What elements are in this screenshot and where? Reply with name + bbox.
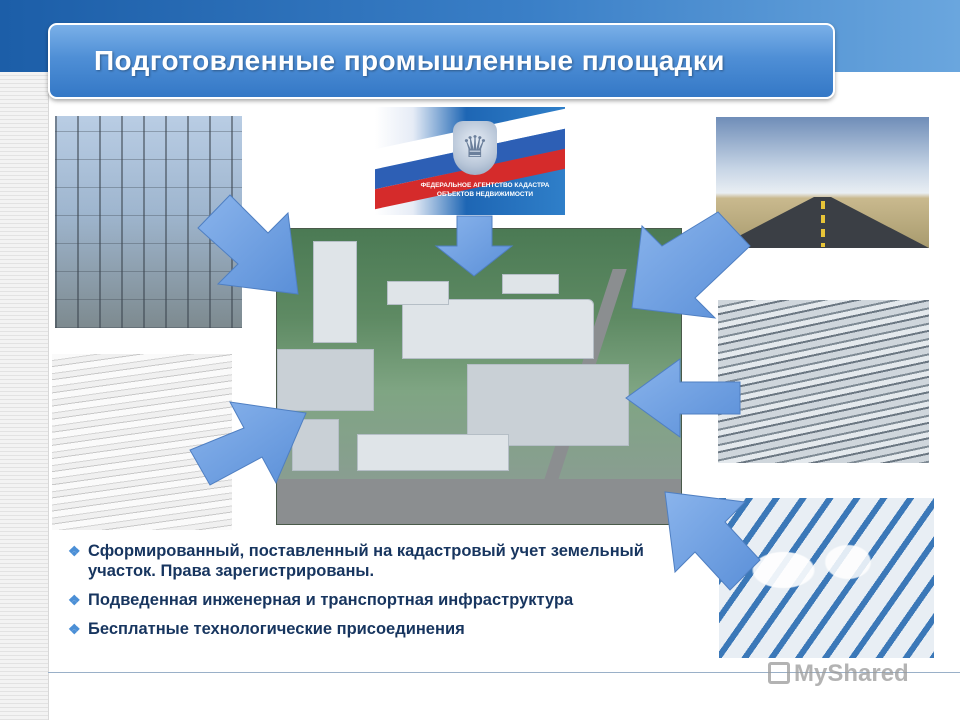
diamond-bullet-icon: ❖ bbox=[68, 543, 81, 559]
pipeline-photo bbox=[718, 300, 929, 463]
diamond-bullet-icon: ❖ bbox=[68, 592, 81, 608]
admin-block bbox=[387, 281, 449, 305]
title-banner: Подготовленные промышленные площадки bbox=[48, 23, 835, 99]
front-building bbox=[357, 434, 509, 471]
bullet-text: Сформированный, поставленный на кадастро… bbox=[88, 542, 644, 580]
slide-title: Подготовленные промышленные площадки bbox=[94, 45, 725, 76]
diamond-bullet-icon: ❖ bbox=[68, 621, 81, 637]
arrow-from-substation bbox=[197, 194, 299, 295]
network-cables-photo bbox=[719, 498, 934, 658]
warehouse-left bbox=[277, 349, 374, 411]
arrow-from-documents bbox=[189, 401, 307, 486]
bullet-text: Бесплатные технологические присоединения bbox=[88, 620, 465, 638]
watermark: MyShared bbox=[768, 660, 909, 688]
main-hall bbox=[402, 299, 594, 359]
arrow-from-pipeline bbox=[625, 358, 741, 438]
agency-caption: ФЕДЕРАЛЬНОЕ АГЕНТСТВО КАДАСТРА ОБЪЕКТОВ … bbox=[420, 182, 550, 198]
arrow-from-highway bbox=[631, 211, 751, 319]
small-building bbox=[502, 274, 559, 294]
list-item: ❖ Подведенная инженерная и транспортная … bbox=[68, 590, 688, 610]
production-hall bbox=[467, 364, 629, 446]
benefits-list: ❖ Сформированный, поставленный на кадаст… bbox=[68, 541, 688, 648]
bullet-text: Подведенная инженерная и транспортная ин… bbox=[88, 591, 574, 609]
watermark-text: MyShared bbox=[794, 660, 909, 687]
footer-divider bbox=[48, 672, 960, 673]
office-tower bbox=[313, 241, 357, 343]
arrow-from-cadastre bbox=[434, 215, 514, 277]
park-road bbox=[277, 479, 681, 524]
list-item: ❖ Сформированный, поставленный на кадаст… bbox=[68, 541, 688, 581]
industrial-park-photo bbox=[277, 229, 681, 524]
watermark-logo-icon bbox=[768, 662, 790, 684]
road-marking bbox=[821, 201, 825, 247]
list-item: ❖ Бесплатные технологические присоединен… bbox=[68, 619, 688, 639]
arrow-from-cables bbox=[664, 491, 761, 591]
document-stack-photo bbox=[52, 354, 232, 530]
highway-photo bbox=[716, 117, 929, 248]
left-decorative-stripes bbox=[0, 72, 49, 720]
coat-of-arms-icon: ♛ bbox=[453, 121, 497, 175]
cadastre-agency-photo: ♛ ФЕДЕРАЛЬНОЕ АГЕНТСТВО КАДАСТРА ОБЪЕКТО… bbox=[375, 107, 565, 215]
